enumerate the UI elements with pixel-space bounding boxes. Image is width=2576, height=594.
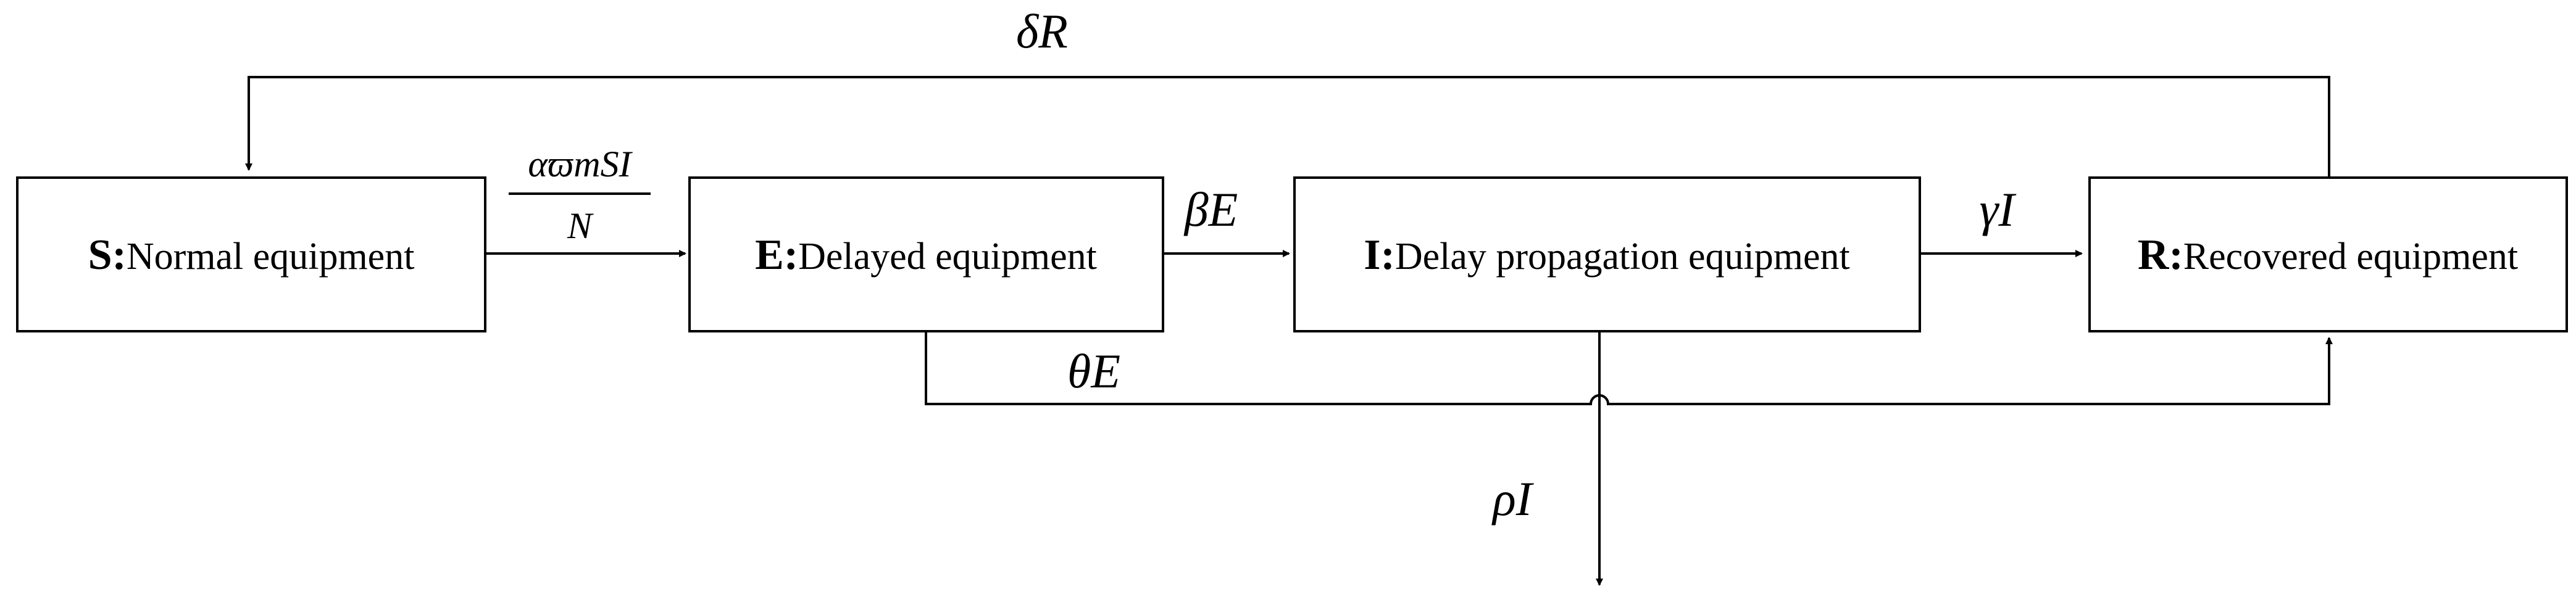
node-s-label: Normal equipment — [127, 236, 415, 278]
node-i: I:Delay propagation equipment — [1364, 231, 1849, 279]
node-e-letter: E: — [755, 231, 798, 279]
node-i-box — [1293, 176, 1921, 332]
node-s-letter: S: — [88, 231, 127, 279]
node-r-box — [2088, 176, 2568, 332]
node-e-box — [688, 176, 1164, 332]
label-i-to-r: γI — [1980, 183, 2017, 236]
label-i-out: ρI — [1491, 472, 1534, 526]
node-e: E:Delayed equipment — [755, 231, 1097, 279]
label-e-to-i: βE — [1183, 183, 1238, 236]
node-r-label: Recovered equipment — [2183, 236, 2518, 278]
node-i-letter: I: — [1364, 231, 1395, 279]
label-s-to-e-denominator: N — [567, 205, 594, 246]
label-e-to-r: θE — [1067, 344, 1120, 398]
node-i-label: Delay propagation equipment — [1395, 236, 1850, 278]
edge-r-to-s — [245, 76, 2330, 178]
node-r-letter: R: — [2138, 231, 2183, 279]
node-r: R:Recovered equipment — [2138, 231, 2518, 279]
label-s-to-e-numerator: αϖmSI — [528, 144, 633, 184]
node-s: S:Normal equipment — [88, 231, 415, 279]
label-r-to-s: δR — [1016, 4, 1068, 58]
edge-e-to-r — [925, 331, 2333, 405]
node-e-label: Delayed equipment — [798, 236, 1097, 278]
node-s-box — [16, 176, 486, 332]
